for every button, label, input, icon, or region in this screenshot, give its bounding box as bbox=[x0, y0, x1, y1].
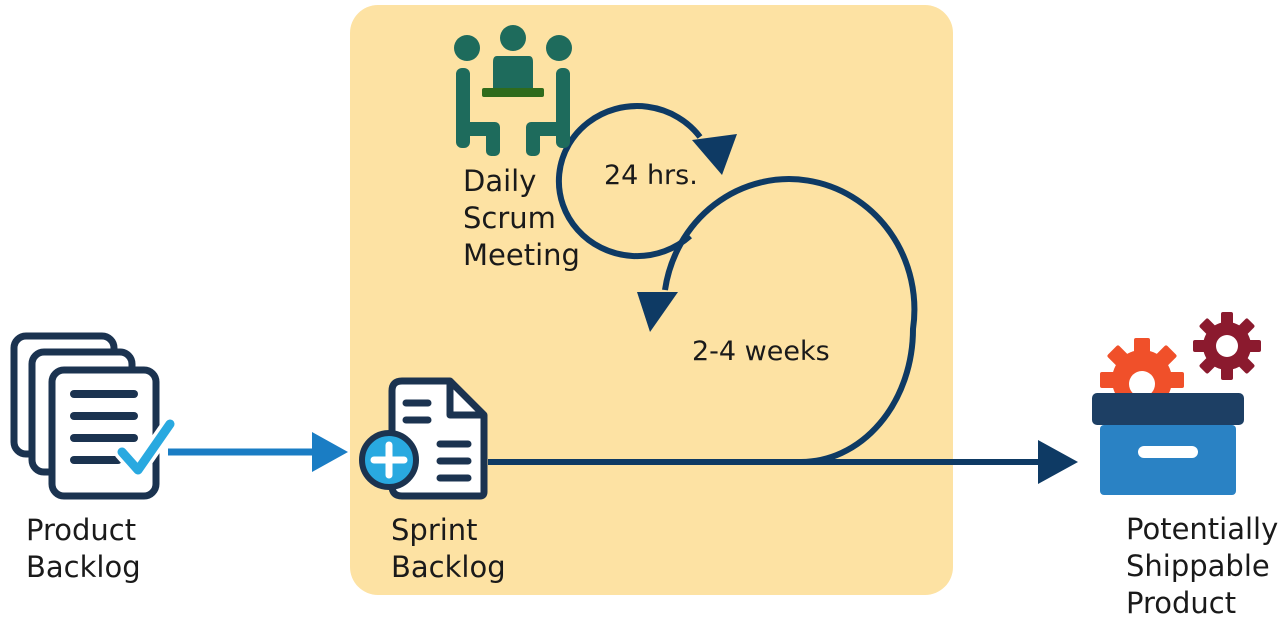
maroon-gear-icon bbox=[1193, 312, 1261, 380]
document-plus-icon bbox=[359, 377, 488, 500]
sprint-cycle-arrowhead bbox=[637, 292, 678, 332]
daily-cycle-arrowhead bbox=[692, 134, 737, 175]
shippable-product-label: Potentially Shippable Product bbox=[1126, 512, 1279, 620]
box-handle bbox=[1138, 446, 1198, 458]
daily-cycle-loop bbox=[555, 103, 703, 260]
box-lid bbox=[1092, 393, 1244, 425]
box-body bbox=[1100, 425, 1236, 495]
backlog-to-sprint-arrow bbox=[168, 432, 348, 472]
meeting-table-icon bbox=[454, 25, 572, 156]
sprint-cycle-label: 2-4 weeks bbox=[692, 336, 830, 367]
sprint-backlog-label: Sprint Backlog bbox=[391, 513, 506, 584]
sprint-cycle-loop bbox=[662, 176, 918, 466]
daily-cycle-label: 24 hrs. bbox=[604, 160, 698, 191]
box-with-gears-icon bbox=[1092, 312, 1261, 495]
product-backlog-label: Product Backlog bbox=[26, 513, 141, 584]
sprint-to-product-arrow bbox=[488, 440, 1078, 484]
stacked-documents-check-icon bbox=[10, 332, 178, 500]
daily-scrum-label: Daily Scrum Meeting bbox=[463, 164, 580, 272]
